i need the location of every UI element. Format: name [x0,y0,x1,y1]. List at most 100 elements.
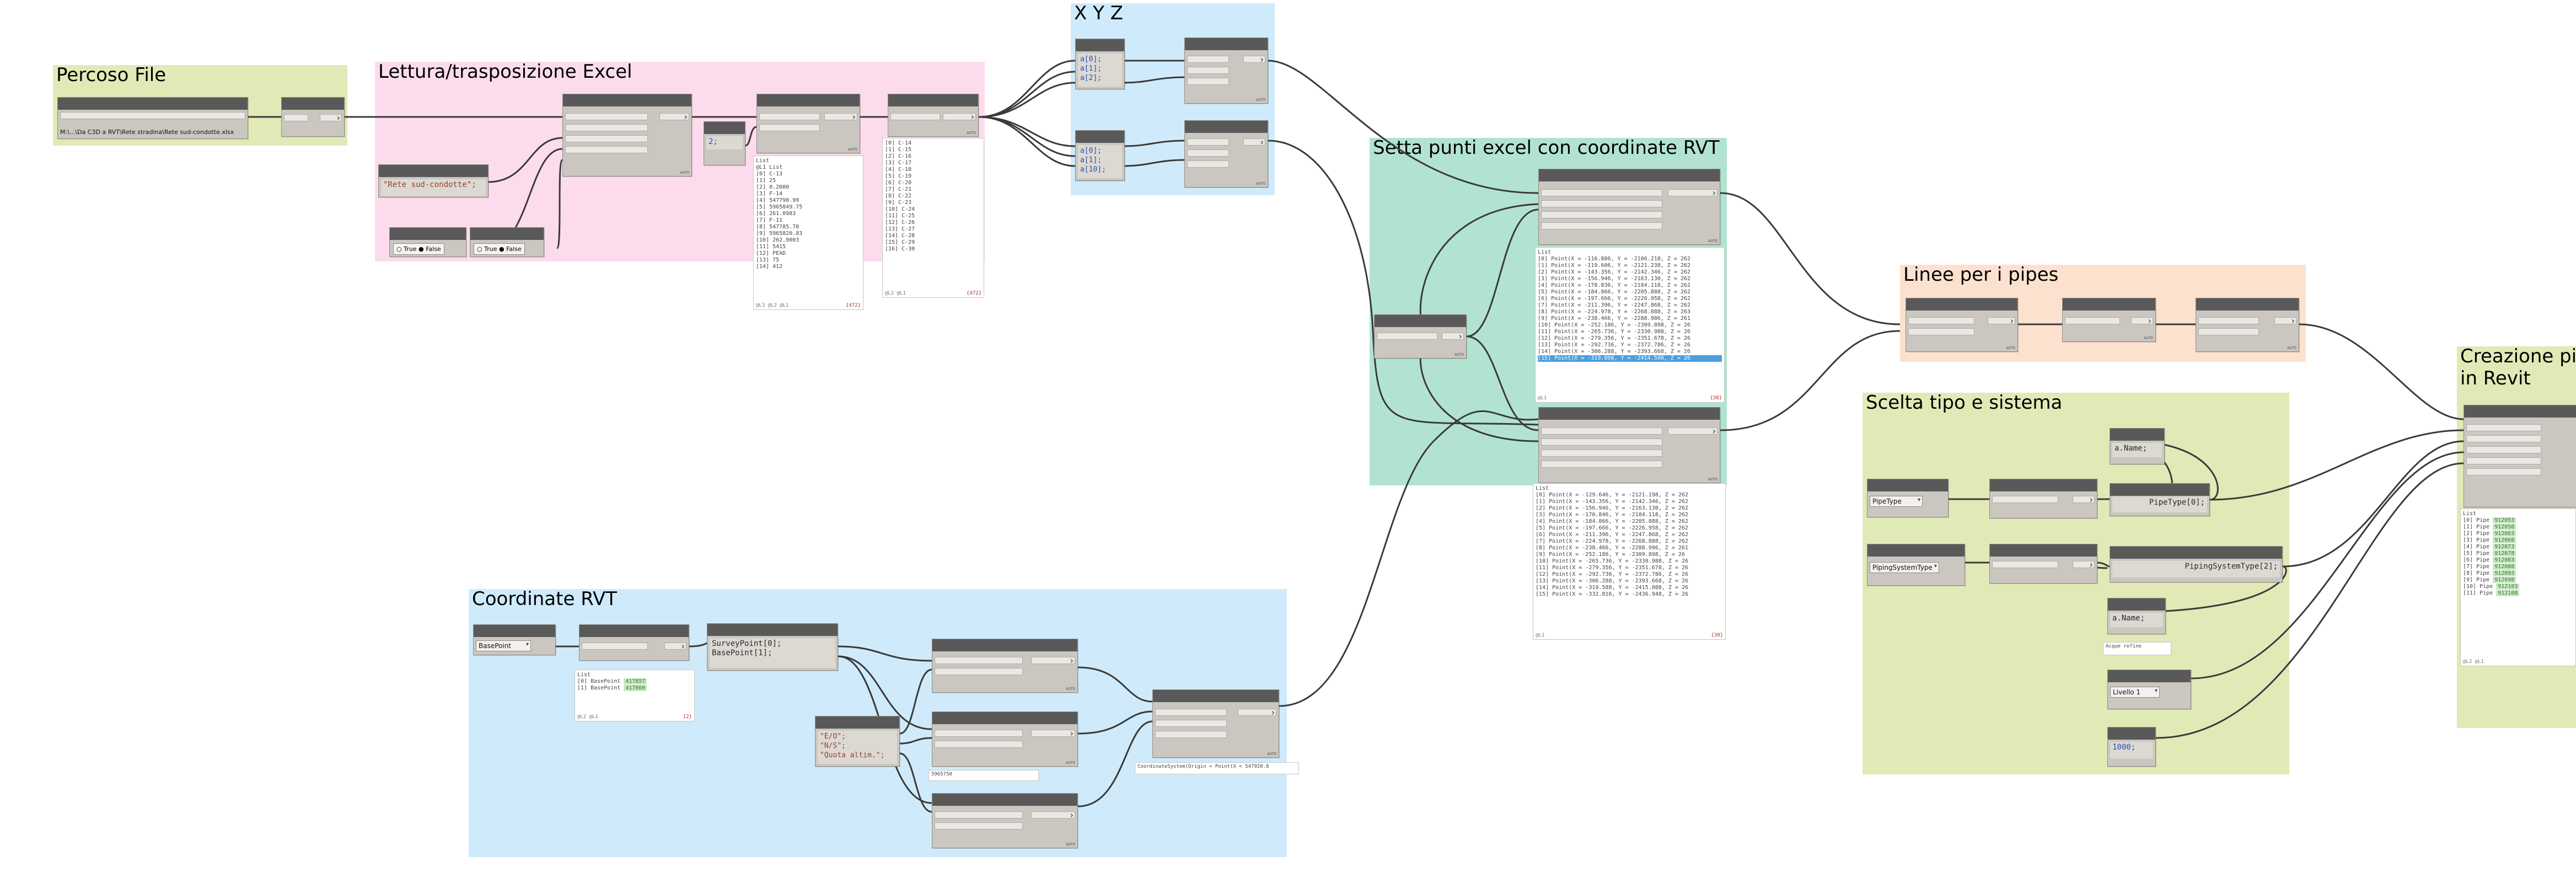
pipetype-selector-node[interactable]: PipeType [1867,479,1949,517]
transpose-node[interactable]: AUTO [888,94,979,137]
preview-item: [6] Point(X = -197.666, Y = -2226.958, Z… [1538,296,1690,302]
line-by-points-node[interactable]: AUTO [1906,298,2018,352]
pipetype-index-code-block[interactable]: PipeType[0]; [2110,483,2210,516]
preview-item: [2] Point(X = -156.946, Y = -2163.130, Z… [1536,505,1688,511]
transform-node-b[interactable]: AUTO [1538,407,1720,483]
pipetype-elements-node[interactable] [1989,479,2097,518]
preview-item: [1] BasePoint 417860 [577,685,692,692]
level-selector-node[interactable]: Livello 1 [2107,670,2191,709]
point-by-coordinates-node-b[interactable]: AUTO [1184,120,1268,188]
preview-item: [11] C-25 [885,213,915,219]
preview-item: [14] Point(X = -319.588, Y = -2415.088, … [1536,585,1688,591]
preview-item: [15] Point(X = -332.816, Y = -2436.948, … [1536,591,1688,597]
preview-item: [12] C-26 [885,220,915,226]
element-id-badge[interactable]: 912058 [2493,524,2516,530]
element-id-badge[interactable]: 912063 [2493,531,2516,537]
element-id-badge[interactable]: 417860 [624,685,647,691]
element-id-badge[interactable]: 912073 [2493,544,2516,550]
boolean-node-2[interactable]: ○ True ● False [470,227,544,257]
pipingsystemtype-elements-node[interactable] [1989,544,2097,584]
preview-item: [5] C-19 [885,173,912,179]
get-item-node-1[interactable]: AUTO [756,94,860,153]
preview-item: [14] C-28 [885,233,915,239]
preview-item: [11] 5415 [756,244,786,250]
element-id-badge[interactable]: 912083 [2493,557,2516,563]
group-title-coordinate: Coordinate RVT [472,588,617,610]
preview-item: [0] Point(X = -129.646, Y = -2121.198, Z… [1536,492,1688,498]
param-names-code-block[interactable]: "E/O";"N/S";"Quota altim."; [815,716,900,767]
element-id-badge[interactable]: 912053 [2493,517,2516,523]
preview-item: [4] Point(X = -184.866, Y = -2205.888, Z… [1536,518,1688,525]
element-id-badge[interactable]: 912108 [2496,590,2520,596]
get-parameter-node-1[interactable]: AUTO [932,639,1078,693]
preview-item: [6] C-20 [885,180,912,186]
pipingsystemtype-dropdown[interactable]: PipingSystemType [1870,562,1939,573]
sheet-name-code-block[interactable]: "Rete sud-condotte"; [378,164,489,197]
preview-item: [5] Point(X = -184.866, Y = -2205.888, Z… [1538,289,1690,295]
file-path-node[interactable]: M:\...\Da C3D a RVT\Rete stradina\Rete s… [57,97,248,139]
preview-item: @L1 List [756,164,783,170]
preview-pipes: List [0] Pipe 912053[1] Pipe 912058[2] P… [2460,509,2576,666]
preview-item: [8] 547785.70 [756,224,799,230]
coordinate-system-node[interactable]: AUTO [1152,689,1279,758]
preview-item: [7] Pipe 912088 [2463,564,2573,570]
element-id-badge[interactable]: 912093 [2493,570,2516,576]
boolean-toggle-2[interactable]: ○ True ● False [474,243,525,255]
preview-item: [13] C-27 [885,226,915,232]
group-title-percorso-file: Percoso File [56,64,167,86]
clean-list-node[interactable]: AUTO [2196,298,2299,352]
basepoint-dropdown[interactable]: BasePoint [476,640,531,651]
level-dropdown[interactable]: Livello 1 [2110,687,2160,698]
preview-item: [8] C-22 [885,193,912,199]
get-parameter-node-3[interactable]: AUTO [932,793,1078,848]
preview-item: [1] Point(X = -143.356, Y = -2142.346, Z… [1536,499,1688,505]
name-code-block-2[interactable]: a.Name; [2107,598,2166,634]
point-by-coordinates-node-a[interactable]: AUTO [1184,38,1268,104]
flatten-node[interactable]: AUTO [2062,298,2156,342]
element-id-badge[interactable]: 912078 [2493,550,2516,557]
pipesys-index-code-block[interactable]: PipingSystemType[2]; [2110,546,2283,582]
element-id-badge[interactable]: 912088 [2493,564,2516,570]
pipe-by-line-node[interactable] [2464,405,2576,507]
pipingsystemtype-selector-node[interactable]: PipingSystemType [1867,544,1965,586]
preview-item: [7] Point(X = -224.978, Y = -2268.888, Z… [1536,538,1688,544]
preview-item: [5] 5965849.75 [756,204,803,210]
excel-import-node[interactable]: AUTO [562,94,692,176]
xyz-code-block-a[interactable]: a[0];a[1];a[2]; [1075,39,1125,89]
diameter-code-block[interactable]: 1000; [2107,727,2156,767]
all-elements-of-category-node[interactable] [579,624,689,661]
preview-item: [1] Point(X = -119.606, Y = -2121.238, Z… [1538,263,1690,269]
preview-item: [13] Point(X = -292.736, Y = -2372.786, … [1538,342,1690,348]
basepoint-selector-node[interactable]: BasePoint [473,624,556,655]
survey-code-block[interactable]: SurveyPoint[0];BasePoint[1]; [707,623,838,671]
preview-item: [12] Point(X = -279.356, Y = -2351.678, … [1538,335,1690,341]
group-title-lettura: Lettura/trasposizione Excel [378,61,632,83]
preview-basepoint: List [0] BasePoint 417857[1] BasePoint 4… [575,670,695,721]
name-code-block-1[interactable]: a.Name; [2110,428,2165,464]
preview-item: [10] Pipe 912103 [2463,584,2573,590]
preview-item: [10] Point(X = -265.736, Y = -2330.988, … [1536,558,1688,564]
preview-lettura-b: [0] C-14[1] C-15[2] C-16[3] C-17[4] C-18… [882,138,984,298]
get-parameter-node-2[interactable]: AUTO [932,712,1078,767]
preview-item: [0] C-14 [885,140,912,146]
preview-item: [3] F-14 [756,191,783,197]
index-code-block[interactable]: 2; [704,121,745,165]
acque-watch: Acque refine [2103,642,2171,655]
preview-item: [12] PEAD [756,250,786,256]
xyz-code-block-b[interactable]: a[0];a[1];a[10]; [1075,130,1125,181]
transform-node-a[interactable]: AUTO [1538,169,1720,245]
file-from-path-node[interactable] [281,97,345,137]
preview-item: [5] Pipe 912078 [2463,550,2573,557]
coordsys-input-node[interactable]: AUTO [1374,314,1467,359]
element-id-badge[interactable]: 912098 [2493,577,2516,583]
preview-item: [2] Pipe 912063 [2463,531,2573,537]
boolean-toggle-1[interactable]: ○ True ● False [393,243,444,255]
pipetype-dropdown[interactable]: PipeType [1870,496,1923,507]
element-id-badge[interactable]: 417857 [624,678,647,684]
preview-item: [4] Pipe 912073 [2463,544,2573,550]
element-id-badge[interactable]: 912103 [2496,584,2520,590]
element-id-badge[interactable]: 912068 [2493,537,2516,543]
boolean-node-1[interactable]: ○ True ● False [389,227,466,257]
preview-item: [4] 547790.99 [756,197,799,204]
